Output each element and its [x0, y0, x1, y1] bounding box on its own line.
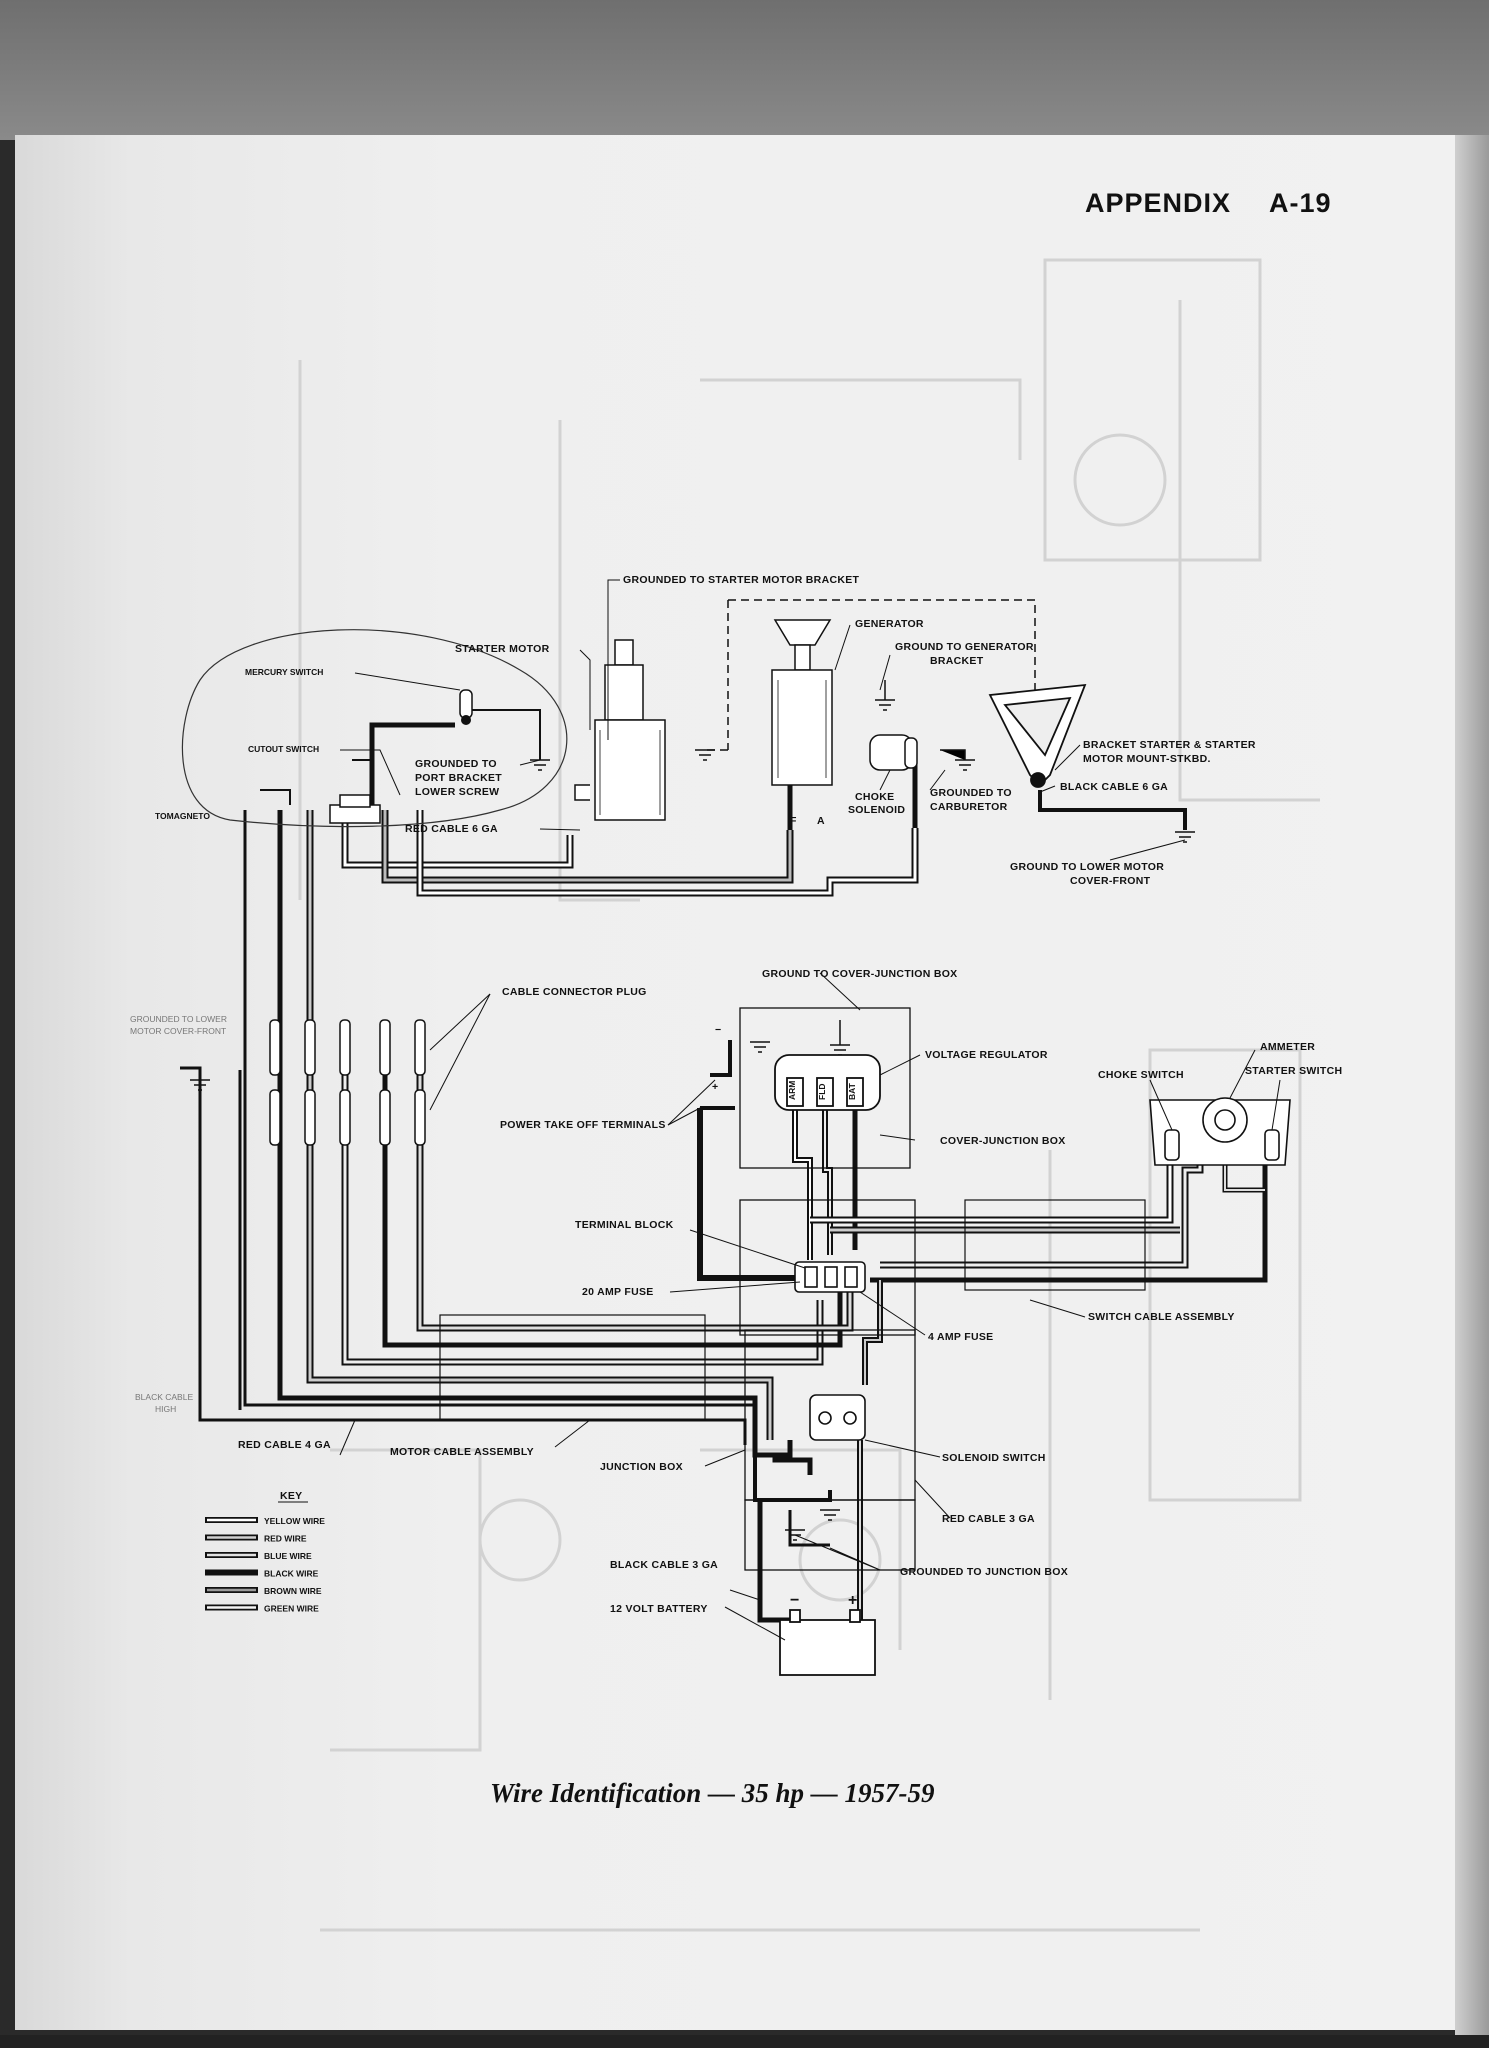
- label-battery: 12 VOLT BATTERY: [610, 1603, 708, 1615]
- key-label: RED WIRE: [264, 1534, 307, 1544]
- choke-solenoid: [869, 734, 918, 771]
- label-grounded-carburetor-2: CARBURETOR: [930, 801, 1008, 813]
- bleed-through: [298, 258, 1320, 1932]
- label-terminal-block: TERMINAL BLOCK: [575, 1219, 674, 1231]
- label-cable-connector-plug: CABLE CONNECTOR PLUG: [502, 986, 647, 998]
- label-ammeter: AMMETER: [1260, 1041, 1315, 1053]
- label-plus-pto: +: [712, 1081, 718, 1093]
- label-choke-solenoid-1: CHOKE: [855, 791, 894, 803]
- mercury-switch: [459, 689, 473, 725]
- label-black-cable-6ga: BLACK CABLE 6 GA: [1060, 781, 1168, 793]
- voltage-regulator: [774, 1054, 881, 1111]
- label-voltage-regulator: VOLTAGE REGULATOR: [925, 1049, 1048, 1061]
- junction-box-lower: [744, 1499, 916, 1571]
- label-grounded-port-3: LOWER SCREW: [415, 786, 499, 798]
- scan-shadow-top: [0, 0, 1489, 140]
- bracket-starter-mount: [988, 683, 1087, 788]
- terminal-block-area: [739, 1199, 916, 1336]
- label-grounded-port-1: GROUNDED TO: [415, 758, 497, 770]
- label-reg-arm: ARM: [787, 1081, 797, 1100]
- key-label: YELLOW WIRE: [264, 1516, 325, 1526]
- cover-junction-box: [739, 1007, 911, 1169]
- key-row: RED WIRE: [205, 1534, 307, 1544]
- label-black-cable-high-1: BLACK CABLE: [135, 1392, 193, 1402]
- label-grounded-starter-bracket: GROUNDED TO STARTER MOTOR BRACKET: [623, 574, 860, 586]
- key-row: GREEN WIRE: [205, 1604, 319, 1614]
- label-minus-pto: −: [715, 1024, 721, 1036]
- label-cover-junction-box: COVER-JUNCTION BOX: [940, 1135, 1066, 1147]
- label-ground-lower-motor-1: GROUND TO LOWER MOTOR: [1010, 861, 1164, 873]
- label-tomagneto: TOMAGNETO: [155, 811, 210, 821]
- label-red-cable-3ga: RED CABLE 3 GA: [942, 1513, 1035, 1525]
- label-gen-a: A: [817, 815, 825, 827]
- label-junction-box: JUNCTION BOX: [600, 1461, 683, 1473]
- label-grounded-lower-1: GROUNDED TO LOWER: [130, 1014, 227, 1024]
- key-label: BLUE WIRE: [264, 1551, 312, 1561]
- key-row: YELLOW WIRE: [205, 1516, 325, 1526]
- label-mercury-switch: MERCURY SWITCH: [245, 667, 323, 677]
- label-reg-fld: FLD: [817, 1083, 827, 1100]
- label-switch-cable-assembly: SWITCH CABLE ASSEMBLY: [1088, 1311, 1235, 1323]
- figure-caption: Wire Identification — 35 hp — 1957-59: [490, 1778, 935, 1808]
- label-battery-plus: +: [848, 1592, 858, 1609]
- wire-key-legend: KEY YELLOW WIRE RED WIRE BLUE WIRE BLACK WI…: [205, 1490, 325, 1614]
- hand-drawn-loop: [181, 629, 568, 828]
- appendix-label: APPENDIX: [1085, 188, 1232, 218]
- page-header: APPENDIX A-19: [1085, 188, 1332, 219]
- ground-symbols: [190, 680, 1195, 1541]
- key-label: GREEN WIRE: [264, 1604, 319, 1614]
- label-solenoid-switch: SOLENOID SWITCH: [942, 1452, 1046, 1464]
- label-bracket-starter-2: MOTOR MOUNT-STKBD.: [1083, 753, 1211, 765]
- cable-connector-plug: [269, 1019, 426, 1146]
- page-number: A-19: [1269, 188, 1332, 218]
- key-label: BLACK WIRE: [264, 1569, 319, 1579]
- label-reg-bat: BAT: [847, 1082, 857, 1100]
- leader-lines: [339, 579, 1281, 1641]
- label-gen-f: F: [790, 815, 797, 827]
- label-power-take-off: POWER TAKE OFF TERMINALS: [500, 1119, 666, 1131]
- label-generator: GENERATOR: [855, 618, 924, 630]
- label-grounded-lower-2: MOTOR COVER-FRONT: [130, 1026, 226, 1036]
- label-cutout-switch: CUTOUT SWITCH: [248, 744, 319, 754]
- diagram-labels: GROUNDED TO STARTER MOTOR BRACKET STARTE…: [130, 574, 1342, 1615]
- generator: [771, 619, 833, 786]
- label-ground-generator-bracket-1: GROUND TO GENERATOR: [895, 641, 1034, 653]
- switch-panel: [1149, 1097, 1291, 1166]
- scan-shadow-bottom: [0, 2035, 1489, 2048]
- cutout-switch: [329, 794, 381, 824]
- label-motor-cable-assembly: MOTOR CABLE ASSEMBLY: [390, 1446, 534, 1458]
- label-starter-motor: STARTER MOTOR: [455, 643, 550, 655]
- key-row: BLUE WIRE: [205, 1551, 312, 1561]
- key-row: BLACK WIRE: [205, 1569, 319, 1579]
- starter-motor: [574, 639, 666, 821]
- solenoid-switch: [809, 1394, 866, 1441]
- terminal-block: [794, 1261, 866, 1293]
- label-red-cable-6ga: RED CABLE 6 GA: [405, 823, 498, 835]
- label-ground-cover-junction: GROUND TO COVER-JUNCTION BOX: [762, 968, 957, 980]
- label-bracket-starter-1: BRACKET STARTER & STARTER: [1083, 739, 1256, 751]
- label-grounded-port-2: PORT BRACKET: [415, 772, 502, 784]
- battery: [779, 1609, 876, 1676]
- page-edge: [1455, 135, 1489, 2035]
- label-black-cable-high-2: HIGH: [155, 1404, 176, 1414]
- label-20-amp-fuse: 20 AMP FUSE: [582, 1286, 654, 1298]
- motor-cable-sheath: [439, 1314, 706, 1421]
- label-choke-switch: CHOKE SWITCH: [1098, 1069, 1184, 1081]
- key-row: BROWN WIRE: [205, 1586, 322, 1596]
- label-ground-generator-bracket-2: BRACKET: [930, 655, 984, 667]
- key-label: BROWN WIRE: [264, 1586, 322, 1596]
- label-starter-switch: STARTER SWITCH: [1245, 1065, 1342, 1077]
- label-red-cable-4ga: RED CABLE 4 GA: [238, 1439, 331, 1451]
- label-4-amp-fuse: 4 AMP FUSE: [928, 1331, 993, 1343]
- label-ground-lower-motor-2: COVER-FRONT: [1070, 875, 1151, 887]
- label-grounded-junction-box: GROUNDED TO JUNCTION BOX: [900, 1566, 1068, 1578]
- label-black-cable-3ga: BLACK CABLE 3 GA: [610, 1559, 718, 1571]
- label-grounded-carburetor-1: GROUNDED TO: [930, 787, 1012, 799]
- key-title: KEY: [280, 1490, 303, 1502]
- label-choke-solenoid-2: SOLENOID: [848, 804, 905, 816]
- switch-cable-sheath: [964, 1199, 1146, 1291]
- label-battery-minus: −: [790, 1592, 800, 1609]
